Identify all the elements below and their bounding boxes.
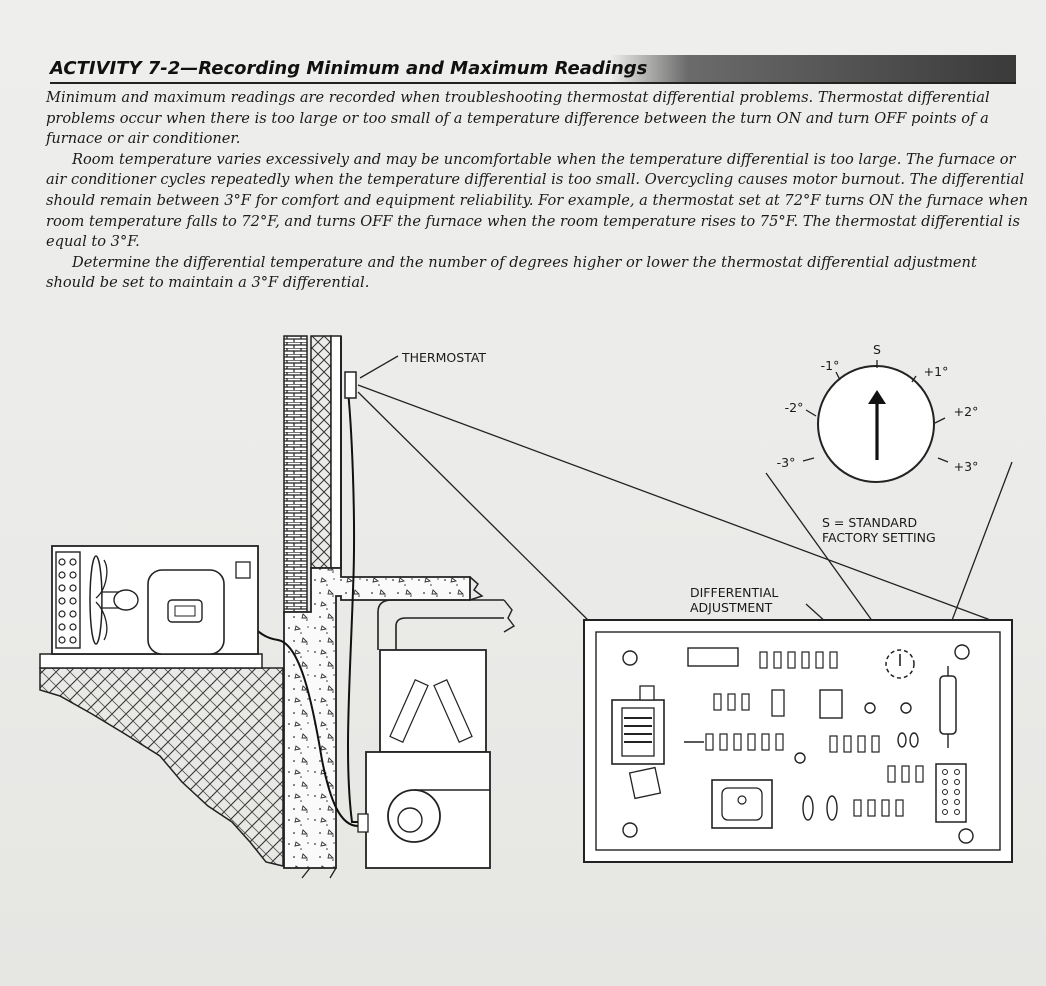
control-wire: [345, 371, 360, 823]
dial-label-s: S: [873, 342, 881, 357]
condensing-unit: [39, 545, 263, 669]
paragraph-task: Determine the differential temperature a…: [46, 253, 977, 292]
standard-label-line2: FACTORY SETTING: [822, 530, 936, 545]
standard-label-line1: S = STANDARD: [822, 515, 917, 530]
thermostat-label: THERMOSTAT: [401, 350, 486, 365]
differential-adjustment-label-line2: ADJUSTMENT: [690, 600, 773, 615]
activity-title: ACTIVITY 7-2—Recording Minimum and Maxim…: [50, 58, 648, 79]
paragraph-intro: Minimum and maximum readings are recorde…: [46, 89, 990, 148]
activity-header-bar: ACTIVITY 7-2—Recording Minimum and Maxim…: [50, 55, 1016, 84]
dial-label-minus-1: -1°: [821, 358, 840, 373]
differential-adjustment-label-line1: DIFFERENTIAL: [690, 585, 778, 600]
dial-label-plus-1: +1°: [924, 364, 949, 379]
furnace: [357, 599, 516, 869]
dial-label-minus-3: -3°: [777, 455, 796, 470]
body-text: Minimum and maximum readings are recorde…: [46, 88, 1028, 294]
dial-label-minus-2: -2°: [785, 400, 804, 415]
ground-earth: [39, 667, 284, 867]
paragraph-differential: Room temperature varies excessively and …: [46, 150, 1028, 251]
thermostat-unit: [344, 371, 357, 399]
differential-dial: S -1° -2° -3° +1° +2° +3°: [777, 342, 979, 483]
dial-label-plus-2: +2°: [954, 404, 979, 419]
dial-label-plus-3: +3°: [954, 459, 979, 474]
control-board: [583, 619, 1013, 863]
